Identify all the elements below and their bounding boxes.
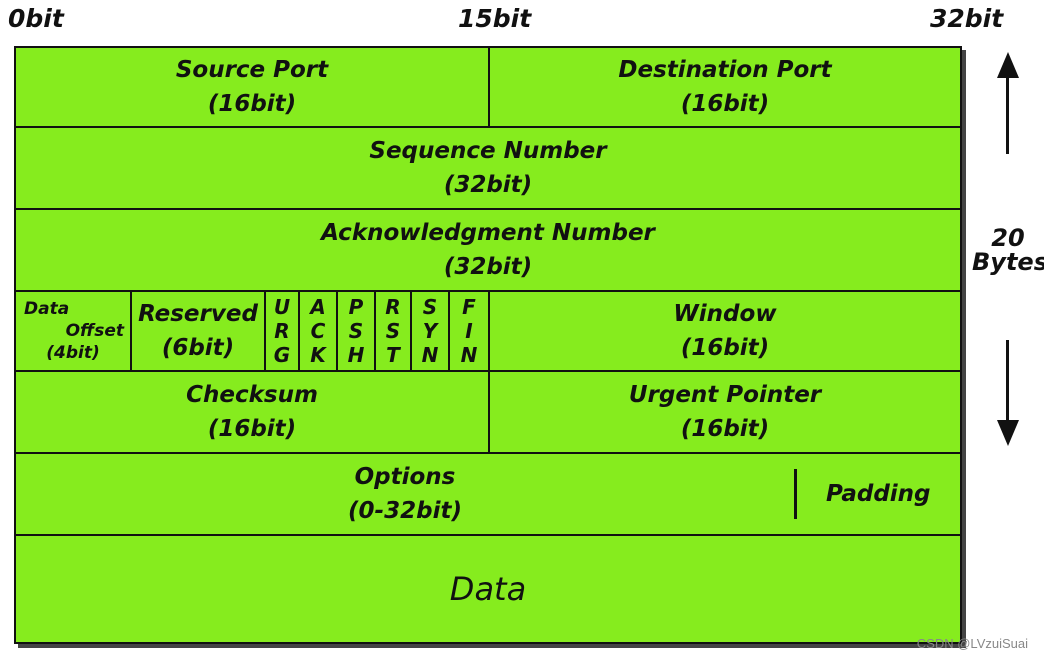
size-number: 20 xyxy=(991,224,1025,252)
checksum-field: Checksum(16bit) xyxy=(16,372,490,452)
row-data: Data xyxy=(16,536,960,642)
urgent-pointer-field: Urgent Pointer(16bit) xyxy=(628,382,822,442)
bit-marker-end: 32bit xyxy=(930,4,1004,33)
source-port-field: Source Port(16bit) xyxy=(16,48,490,126)
arrow-down-icon xyxy=(997,420,1019,446)
options-field: Options(0-32bit) xyxy=(348,464,462,524)
bit-marker-start: 0bit xyxy=(8,4,64,33)
row-ack: Acknowledgment Number(32bit) xyxy=(16,210,960,292)
destination-port-field: Destination Port(16bit) xyxy=(618,57,832,117)
row-sequence: Sequence Number(32bit) xyxy=(16,128,960,210)
sequence-number-field: Sequence Number(32bit) xyxy=(369,138,607,198)
tcp-header-diagram: Source Port(16bit) Destination Port(16bi… xyxy=(14,46,962,644)
watermark: CSDN @LVzuiSuai xyxy=(916,636,1028,651)
arrow-down-shaft xyxy=(1006,340,1009,432)
acknowledgment-number-field: Acknowledgment Number(32bit) xyxy=(321,220,655,280)
size-unit: Bytes xyxy=(972,248,1044,276)
data-field: Data xyxy=(449,570,527,608)
row-checksum: Checksum(16bit) Urgent Pointer(16bit) xyxy=(16,372,960,454)
padding-field: Padding xyxy=(825,481,931,507)
bit-marker-mid: 15bit xyxy=(458,4,532,33)
window-field: Window(16bit) xyxy=(673,301,777,361)
data-offset-field: Data Offset (4bit) xyxy=(16,292,132,370)
row-ports: Source Port(16bit) Destination Port(16bi… xyxy=(16,48,960,128)
reserved-field: Reserved(6bit) xyxy=(132,292,266,370)
arrow-up-shaft xyxy=(1006,60,1009,154)
options-padding-divider xyxy=(794,469,797,519)
row-options: Options(0-32bit) Padding xyxy=(16,454,960,536)
